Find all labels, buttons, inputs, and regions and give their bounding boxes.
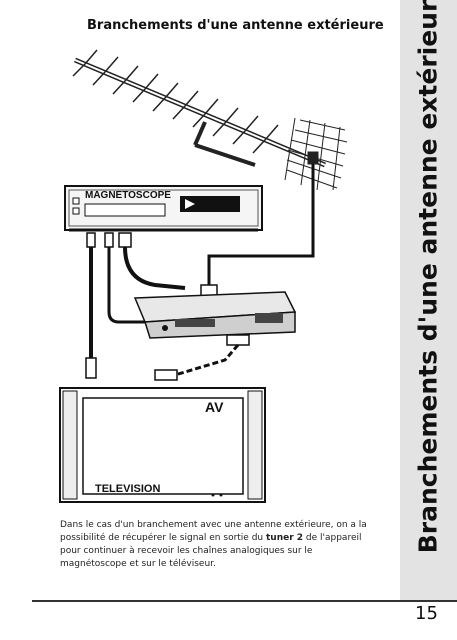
body-paragraph: Dans le cas d'un branchement avec une an… bbox=[60, 519, 380, 571]
chapter-side-tab bbox=[400, 0, 457, 600]
scart-cable bbox=[154, 334, 250, 381]
page-number: 15 bbox=[415, 603, 438, 624]
connection-diagram: MAGNETOSCOPE AV TELEVISION bbox=[59, 49, 348, 503]
page-heading: Branchements d'une antenne extérieure bbox=[87, 18, 384, 33]
tv-input-label: AV bbox=[205, 399, 224, 415]
body-text-end: de l'appareil pour continuer à recevoir … bbox=[60, 533, 362, 569]
antenna-cable bbox=[207, 164, 315, 298]
antenna-icon bbox=[72, 49, 348, 191]
vcr-label: MAGNETOSCOPE bbox=[85, 190, 171, 201]
body-text-start: Dans le cas d'un branchement avec une an… bbox=[60, 520, 367, 543]
tv-label: TELEVISION bbox=[95, 483, 160, 495]
body-text-bold: tuner 2 bbox=[265, 533, 304, 543]
decoder-device bbox=[133, 291, 297, 339]
footer-rule bbox=[32, 600, 457, 602]
chapter-side-title: Branchements d'une antenne extérieure bbox=[413, 0, 443, 554]
vcr-cables bbox=[85, 232, 186, 379]
tv-device bbox=[59, 387, 266, 503]
vcr-device bbox=[64, 185, 263, 232]
